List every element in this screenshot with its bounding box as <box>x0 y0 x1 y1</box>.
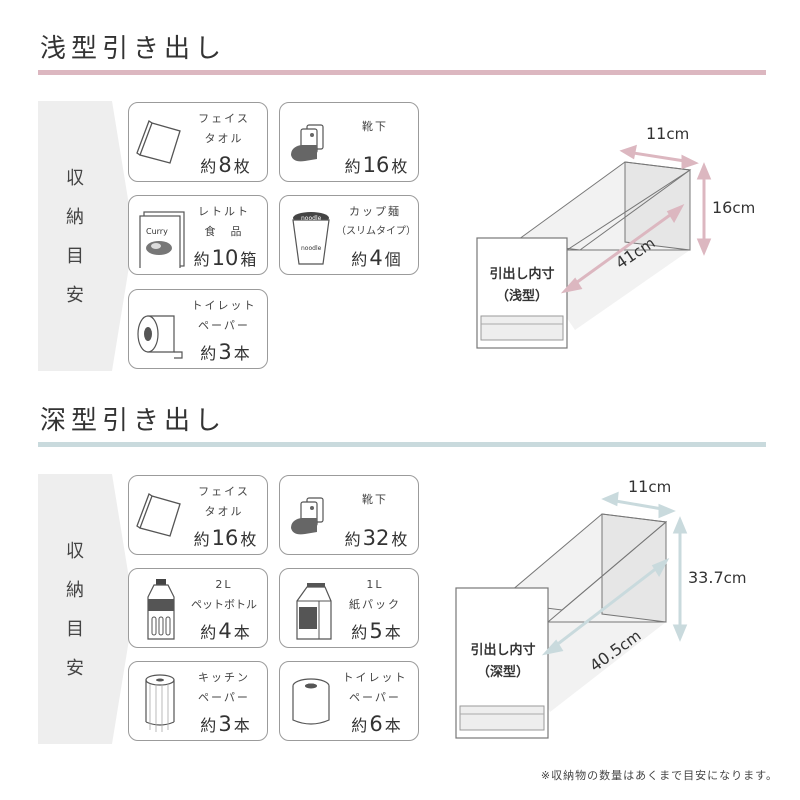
side-char-3: 目 <box>66 246 84 267</box>
item-label-line1: レトルト <box>198 205 250 218</box>
drawer-label-line2: （浅型） <box>495 289 548 304</box>
item-label-line2: タオル <box>204 132 244 145</box>
item-label-line1: カップ麺 <box>349 205 401 218</box>
shallow-height-value: 16cm <box>712 198 756 217</box>
item-label-line1: 1L <box>366 578 384 591</box>
item-label-line1: フェイス <box>198 485 250 498</box>
shallow-width-value: 11cm <box>646 124 690 143</box>
towel-icon <box>134 484 186 548</box>
width-arrow <box>619 144 699 170</box>
toilet-paper-icon <box>285 670 337 734</box>
kitchen-paper-icon <box>134 670 186 734</box>
item-label-line2: （スリムタイプ） <box>336 226 416 237</box>
side-arrow-shape <box>38 101 134 371</box>
curry-box-icon: Curry <box>134 204 186 271</box>
shallow-title-underline <box>38 70 766 75</box>
deep-section-title: 深型引き出し <box>40 406 227 436</box>
width-arrow <box>601 491 676 519</box>
item-label-line1: トイレット <box>342 671 408 684</box>
footnote: ※収納物の数量はあくまで目安になります。 <box>540 769 778 782</box>
pet-bottle-icon <box>134 577 186 641</box>
shallow-section-title: 浅型引き出し <box>40 34 227 64</box>
curry-text: Curry <box>146 227 168 236</box>
drawer-label-line2: （深型） <box>476 665 529 680</box>
socks-icon <box>285 484 337 548</box>
noodle-cup-text: noodle <box>301 245 322 252</box>
socks-icon <box>285 111 337 175</box>
deep-drawer-diagram <box>455 491 688 739</box>
item-label-line2: 紙パック <box>349 598 401 611</box>
side-char-2: 納 <box>66 580 84 601</box>
item-label-line2: ペーパー <box>198 691 250 704</box>
height-arrow <box>696 162 712 256</box>
item-label-line1: キッチン <box>198 671 250 684</box>
deep-side-label: 収 納 目 安 <box>38 474 134 744</box>
depth-arrow <box>541 557 670 656</box>
item-label-line2: ペーパー <box>349 691 401 704</box>
side-char-4: 安 <box>66 658 84 679</box>
item-label-line1: 靴下 <box>362 493 388 506</box>
deep-height-value: 33.7cm <box>688 568 747 587</box>
noodle-lid-text: noodle <box>301 215 322 222</box>
towel-icon <box>134 111 186 175</box>
toilet-paper-icon <box>134 298 186 362</box>
drawer-label-line1: 引出し内寸 <box>489 267 555 282</box>
depth-arrow <box>560 203 685 294</box>
item-label-line2: ペットボトル <box>191 598 257 611</box>
shallow-side-label: 収 納 目 安 <box>38 101 134 371</box>
side-char-4: 安 <box>66 285 84 306</box>
item-label-line2: タオル <box>204 505 244 518</box>
side-char-1: 収 <box>66 168 84 189</box>
deep-width-value: 11cm <box>628 477 672 496</box>
shallow-drawer-diagram <box>476 144 712 349</box>
item-label-line1: 靴下 <box>362 120 388 133</box>
item-label-line1: フェイス <box>198 112 250 125</box>
milk-carton-icon <box>285 577 337 641</box>
deep-title-underline <box>38 442 766 447</box>
item-label-line1: トイレット <box>191 299 257 312</box>
item-label-line2: 食 品 <box>204 225 244 238</box>
side-char-1: 収 <box>66 541 84 562</box>
item-label-line1: 2L <box>215 578 233 591</box>
item-label-line2: ペーパー <box>198 319 250 332</box>
side-char-3: 目 <box>66 619 84 640</box>
drawer-label-line1: 引出し内寸 <box>470 643 536 658</box>
height-arrow <box>672 516 688 642</box>
side-char-2: 納 <box>66 207 84 228</box>
shallow-drawer-label: 引出し内寸 （浅型） <box>477 264 567 308</box>
side-arrow-shape <box>38 474 134 744</box>
noodle-cup-icon: noodle noodle <box>285 204 337 268</box>
deep-drawer-label: 引出し内寸 （深型） <box>458 640 548 684</box>
